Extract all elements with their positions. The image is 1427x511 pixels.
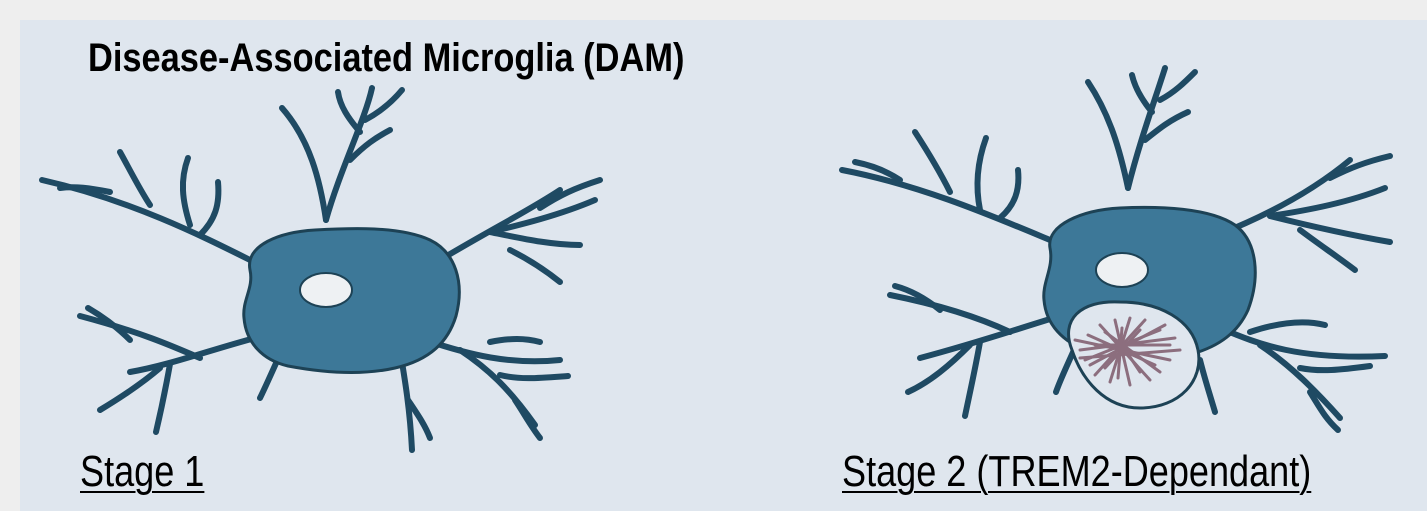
stage-2-diagram xyxy=(20,20,1427,511)
stage-1-label: Stage 1 xyxy=(80,446,204,498)
figure-panel: Disease-Associated Microglia (DAM) xyxy=(20,20,1427,511)
stage-2-microglia-icon xyxy=(842,68,1390,430)
stage-2-nucleus xyxy=(1096,253,1148,287)
stage-2-label: Stage 2 (TREM2-Dependant) xyxy=(842,446,1311,498)
